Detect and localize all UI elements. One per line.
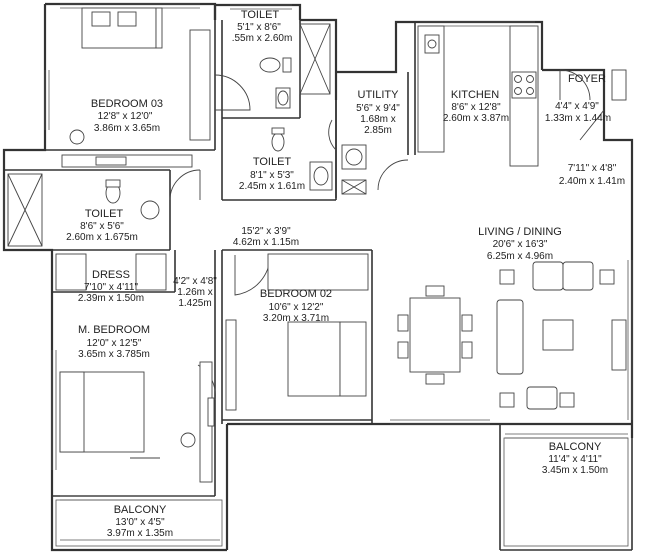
fixtures [7, 7, 627, 483]
passage-right-metric: 2.40m x 1.41m [559, 176, 625, 187]
balcony-railings [55, 437, 629, 547]
toilet-mid-name: TOILET [253, 156, 292, 168]
passage-mid-metric: 4.62m x 1.15m [233, 237, 299, 248]
kitchen-metric: 2.60m x 3.87m [443, 113, 509, 124]
dress-imperial: 7'10" x 4'11" [84, 282, 139, 293]
balcony-left-name: BALCONY [114, 504, 167, 516]
kitchen-imperial: 8'6" x 12'8" [451, 102, 501, 113]
small-passage-metric2: 1.425m [178, 298, 211, 309]
toilet-left-name: TOILET [85, 208, 124, 220]
passage-mid-imperial: 15'2" x 3'9" [241, 226, 291, 237]
toilet-mid-imperial: 8'1" x 5'3" [250, 170, 294, 181]
living-metric: 6.25m x 4.96m [487, 251, 553, 262]
passage-right-imperial: 7'11" x 4'8" [568, 163, 617, 174]
foyer-name: FOYER [568, 73, 606, 85]
utility-name: UTILITY [358, 89, 400, 101]
foyer-imperial: 4'4" x 4'9" [555, 101, 599, 112]
master-imperial: 12'0" x 12'5" [87, 338, 142, 349]
living-name: LIVING / DINING [478, 226, 562, 238]
bedroom3-metric: 3.86m x 3.65m [94, 123, 160, 134]
master-metric: 3.65m x 3.785m [78, 349, 150, 360]
balcony-right-imperial: 11'4" x 4'11" [548, 454, 602, 465]
kitchen-name: KITCHEN [451, 89, 499, 101]
toilet-top-imperial: 5'1" x 8'6" [237, 22, 281, 33]
master-name: M. BEDROOM [78, 324, 150, 336]
balcony-right-name: BALCONY [549, 441, 602, 453]
bedroom3-imperial: 12'8" x 12'0" [98, 111, 153, 122]
toilet-left-imperial: 8'6" x 5'6" [80, 221, 124, 232]
bedroom2-name: BEDROOM 02 [260, 288, 332, 300]
balcony-right-metric: 3.45m x 1.50m [542, 465, 608, 476]
bedroom2-metric: 3.20m x 3.71m [263, 313, 329, 324]
utility-imperial: 5'6" x 9'4" [356, 103, 400, 114]
foyer-metric: 1.33m x 1.44m [545, 113, 611, 124]
bedroom2-imperial: 10'6" x 12'2" [269, 302, 324, 313]
room-labels: BEDROOM 03 12'8" x 12'0" 3.86m x 3.65m T… [66, 9, 625, 539]
small-passage-imperial: 4'2" x 4'8" [173, 276, 217, 287]
bedroom3-name: BEDROOM 03 [91, 98, 163, 110]
toilet-left-metric: 2.60m x 1.675m [66, 232, 138, 243]
dress-name: DRESS [92, 269, 130, 281]
living-imperial: 20'6" x 16'3" [493, 239, 548, 250]
doors [169, 60, 605, 401]
utility-metric2: 2.85m [364, 125, 392, 136]
balcony-left-metric: 3.97m x 1.35m [107, 528, 173, 539]
toilet-top-metric: .55m x 2.60m [232, 33, 293, 44]
utility-metric1: 1.68m x [360, 114, 396, 125]
balcony-left-imperial: 13'0" x 4'5" [115, 517, 165, 528]
small-passage-metric1: 1.26m x [177, 287, 213, 298]
toilet-mid-metric: 2.45m x 1.61m [239, 181, 305, 192]
toilet-top-name: TOILET [241, 9, 280, 21]
dress-metric: 2.39m x 1.50m [78, 293, 144, 304]
